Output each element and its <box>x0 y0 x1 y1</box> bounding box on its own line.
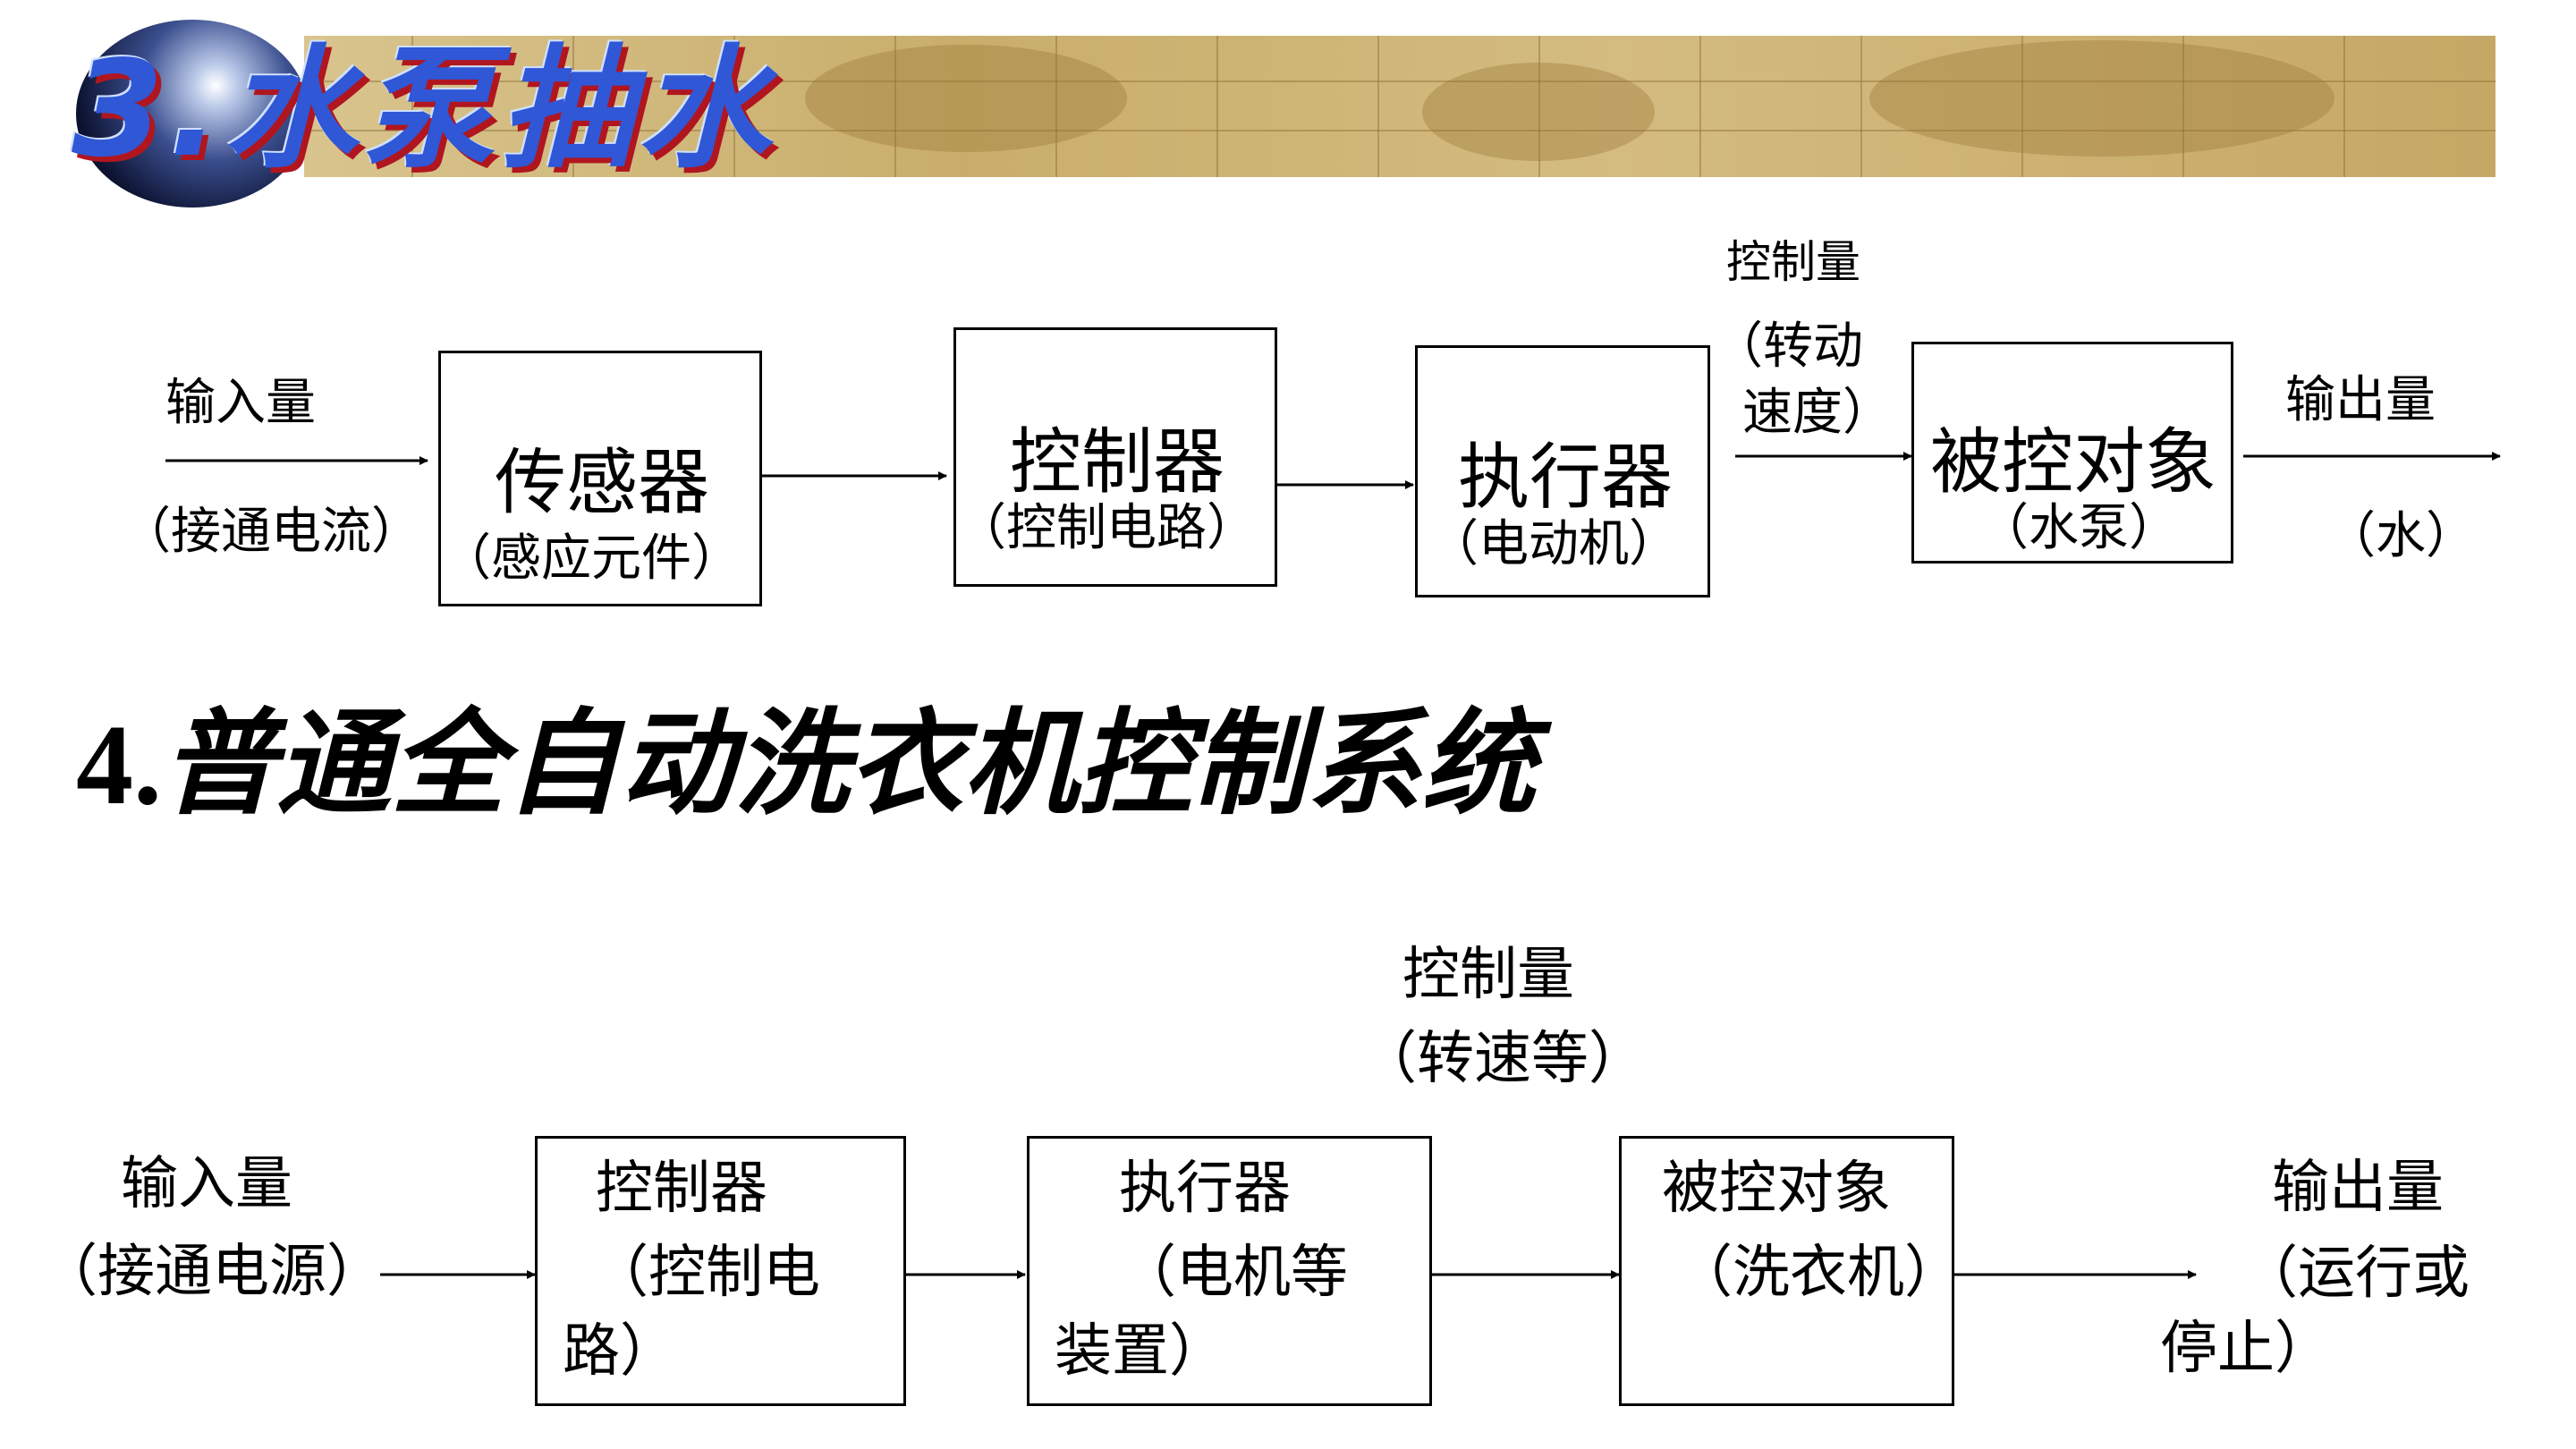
s2-input-sub: （接通电源） <box>40 1239 384 1305</box>
s1-object-sub: （水泵） <box>1979 499 2179 557</box>
map-grid-line <box>572 36 574 177</box>
s1-control-qty-sub-2: 速度） <box>1742 384 1893 442</box>
s1-controller-sub: （控制电路） <box>956 499 1257 557</box>
s2-object-box: 被控对象 （洗衣机） <box>1619 1136 1962 1406</box>
map-landmass <box>1422 63 1655 161</box>
s1-control-qty-sub-1: （转动 <box>1713 318 1863 376</box>
s2-output-line1: 输出量 <box>2272 1155 2444 1221</box>
s1-sensor-box: 传感器 （感应元件） <box>438 351 762 606</box>
s1-input-label: 输入量 <box>165 374 316 432</box>
map-grid-line <box>304 130 2496 131</box>
s1-actuator-sub: （电动机） <box>1428 515 1679 573</box>
map-grid-line <box>1216 36 1218 177</box>
s1-controller-name: 控制器 <box>1010 420 1224 504</box>
s1-sensor-sub: （感应元件） <box>441 530 741 588</box>
s2-actuator-line3: 装置） <box>1055 1318 1226 1385</box>
s2-control-qty-sub: （转速等） <box>1360 1026 1646 1092</box>
map-banner <box>304 36 2496 177</box>
s1-output-label: 输出量 <box>2285 371 2436 429</box>
s1-object-name: 被控对象 <box>1930 420 2216 504</box>
s2-controller-line1: 控制器 <box>596 1156 767 1222</box>
section1-title: 3.水泵抽水 <box>72 32 776 186</box>
s1-control-qty-label: 控制量 <box>1726 236 1860 288</box>
map-grid-line <box>2343 36 2345 177</box>
s1-object-box: 被控对象 （水泵） <box>1911 342 2233 564</box>
s1-actuator-box: 执行器 （电动机） <box>1415 345 1710 597</box>
s2-controller-box: 控制器 （控制电 路） <box>535 1136 906 1406</box>
map-grid-line <box>1055 36 1057 177</box>
section2-title-text: 普通全自动洗衣机控制系统 <box>162 698 1537 831</box>
map-grid-line <box>894 36 896 177</box>
map-grid-line <box>1699 36 1701 177</box>
s2-actuator-line1: 执行器 <box>1119 1156 1291 1222</box>
s2-input-label: 输入量 <box>121 1151 292 1217</box>
s2-controller-line2: （控制电 <box>591 1240 820 1306</box>
map-grid-line <box>2021 36 2023 177</box>
map-grid-line <box>1860 36 1862 177</box>
section2-title-number: 4. <box>76 701 162 828</box>
s1-output-sub: （水） <box>2326 507 2476 565</box>
map-grid-line <box>1538 36 1540 177</box>
s1-actuator-name: 执行器 <box>1458 436 1673 519</box>
s1-controller-box: 控制器 （控制电路） <box>953 327 1277 587</box>
map-grid-line <box>1377 36 1379 177</box>
s2-output-line3: 停止） <box>2160 1316 2332 1382</box>
s2-controller-line3: 路） <box>563 1318 677 1385</box>
s2-object-line1: 被控对象 <box>1662 1156 1891 1222</box>
s2-object-line2: （洗衣机） <box>1675 1240 1962 1306</box>
map-grid-line <box>304 80 2496 82</box>
map-landmass <box>805 45 1127 152</box>
map-grid-line <box>733 36 735 177</box>
s1-sensor-name: 传感器 <box>495 441 709 524</box>
s2-actuator-box: 执行器 （电机等 装置） <box>1027 1136 1432 1406</box>
s2-control-qty-label: 控制量 <box>1402 942 1574 1008</box>
map-landmass <box>1869 40 2334 157</box>
map-grid-line <box>411 36 413 177</box>
s2-actuator-line2: （电机等 <box>1119 1240 1348 1306</box>
globe-icon <box>76 20 309 208</box>
s2-output-line2: （运行或 <box>2241 1241 2470 1307</box>
section2-title: 4.普通全自动洗衣机控制系统 <box>76 707 1536 823</box>
map-grid-line <box>2182 36 2184 177</box>
s1-input-sub: （接通电流） <box>121 503 421 561</box>
